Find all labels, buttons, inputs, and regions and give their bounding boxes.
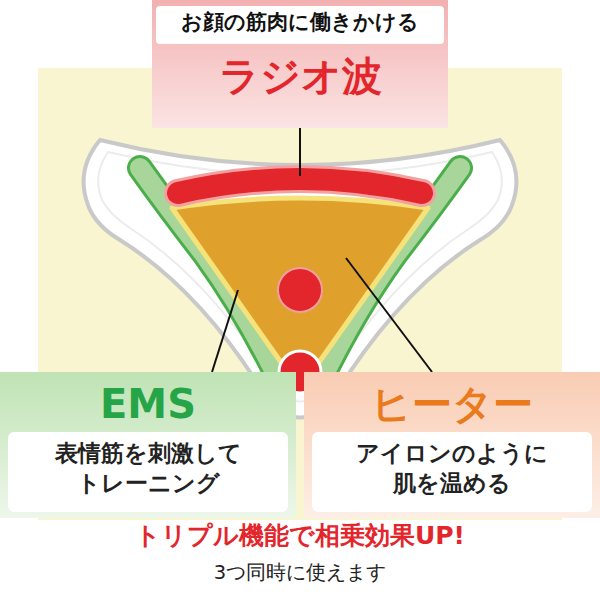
mask-inner-edge [98,152,502,402]
rf-box: ラジオ波 お顔の筋肉に働きかける [152,0,448,128]
title: トリプル機能で相乗効果UP! [0,520,600,553]
ems-desc-box: 表情筋を刺激して トレーニング [8,432,288,512]
rf-bar-edge [178,179,422,193]
node-label: ラジオ波 [152,50,448,102]
ems-box: EMS 表情筋を刺激して トレーニング [0,372,296,518]
node-label: ヒーター [304,378,600,430]
heater-desc-box: アイロンのように 肌を温める [312,432,592,512]
caption: 3つ同時に使えます [0,560,600,585]
node-label: お顔の筋肉に働きかける [156,9,444,36]
rf-heading-box: お顔の筋肉に働きかける [156,6,444,44]
node-label: 表情筋を刺激して トレーニング [8,439,288,499]
rf-bar [178,179,422,193]
rf-electrode [278,268,322,312]
node-label: アイロンのように 肌を温める [312,439,592,499]
leader-lines [212,128,432,372]
node-label: EMS [0,378,296,430]
heater-box: ヒーターアイロンのように 肌を温める [304,372,600,518]
